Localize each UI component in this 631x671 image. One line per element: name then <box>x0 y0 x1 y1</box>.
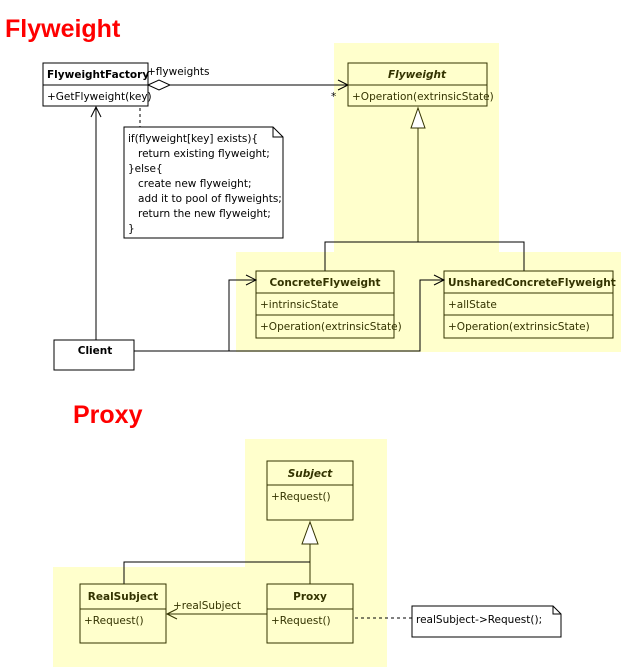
operation: +Request() <box>271 491 331 503</box>
operation: +Request() <box>84 615 144 627</box>
class-name: ConcreteFlyweight <box>269 277 380 289</box>
class-unshared-concrete-flyweight[interactable]: UnsharedConcreteFlyweight +allState +Ope… <box>443 270 616 339</box>
association-role: +realSubject <box>173 600 241 612</box>
note-line: if(flyweight[key] exists){ <box>128 133 258 145</box>
note-proxy: realSubject->Request(); <box>411 605 562 638</box>
client-concrete-association <box>134 279 256 352</box>
generalization-branch <box>324 241 525 271</box>
arrowhead-icon <box>245 274 258 286</box>
operation: +Request() <box>271 615 331 627</box>
flyweight-title: Flyweight <box>5 15 121 43</box>
operation: +Operation(extrinsicState) <box>260 321 402 333</box>
generalization-branch <box>123 561 310 584</box>
arrowhead-icon <box>433 274 446 286</box>
class-name: RealSubject <box>88 591 158 603</box>
client-unshared-association <box>229 279 444 352</box>
note-factory: if(flyweight[key] exists){ return existi… <box>123 126 284 239</box>
class-name: Proxy <box>293 591 327 603</box>
note-line: create new flyweight; <box>128 178 252 190</box>
note-line: return existing flyweight; <box>128 148 270 160</box>
proxy-title: Proxy <box>73 401 143 429</box>
class-real-subject[interactable]: RealSubject +Request() <box>79 583 167 644</box>
operation: +Operation(extrinsicState) <box>448 321 590 333</box>
class-concrete-flyweight[interactable]: ConcreteFlyweight +intrinsicState +Opera… <box>255 270 402 339</box>
operation: +Operation(extrinsicState) <box>352 91 494 103</box>
class-name: Subject <box>288 468 333 480</box>
note-line: return the new flyweight; <box>128 208 271 220</box>
note-line: }else{ <box>128 163 163 175</box>
class-subject[interactable]: Subject +Request() <box>266 460 354 521</box>
note-line: add it to pool of flyweights; <box>128 193 282 205</box>
note-line: } <box>128 223 135 235</box>
aggregation-diamond-icon <box>146 79 172 91</box>
arrowhead-icon <box>165 608 178 620</box>
arrowhead-icon <box>90 105 102 118</box>
class-flyweight[interactable]: Flyweight +Operation(extrinsicState) <box>347 62 494 107</box>
class-client[interactable]: Client <box>53 339 135 371</box>
association-role: +flyweights <box>147 66 210 78</box>
class-name: Flyweight <box>388 69 447 81</box>
class-proxy[interactable]: Proxy +Request() <box>266 583 354 644</box>
attribute: +allState <box>448 299 497 311</box>
class-name: FlyweightFactory <box>47 69 149 81</box>
class-name: Client <box>78 345 113 357</box>
multiplicity: * <box>331 91 336 103</box>
class-flyweight-factory[interactable]: FlyweightFactory +GetFlyweight(key) <box>42 62 152 107</box>
note-text: realSubject->Request(); <box>416 614 542 626</box>
class-name: UnsharedConcreteFlyweight <box>448 277 616 289</box>
attribute: +intrinsicState <box>260 299 338 311</box>
operation: +GetFlyweight(key) <box>47 91 152 103</box>
